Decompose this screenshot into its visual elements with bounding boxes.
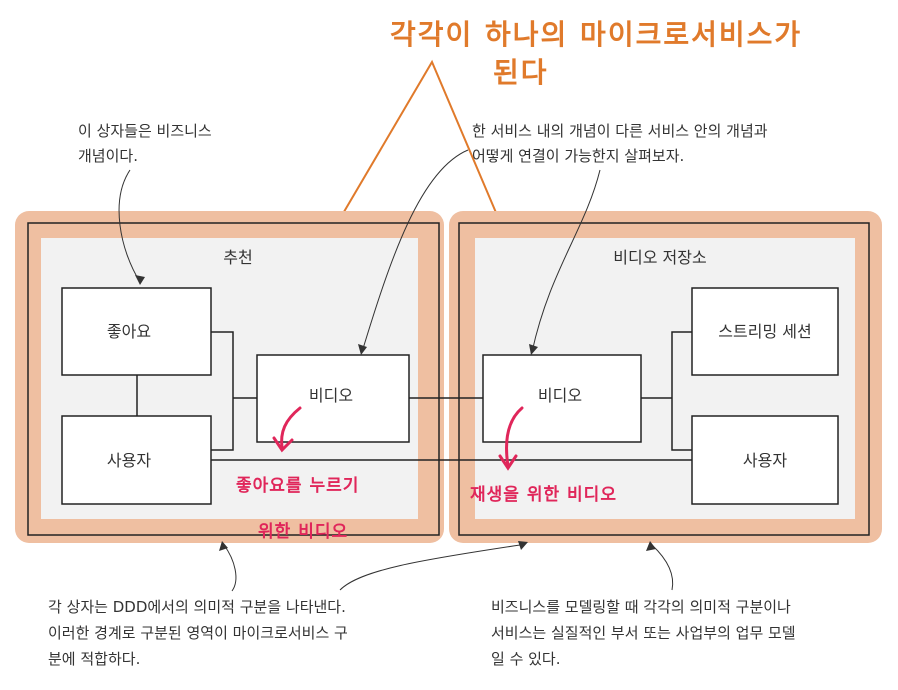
header-pointer-lines	[337, 59, 501, 223]
note-top-left-line2: 개념이다.	[78, 147, 138, 165]
entity-likes-label: 좋아요	[107, 322, 151, 341]
note-arrowheads	[135, 275, 656, 551]
entity-user-right-label: 사용자	[743, 451, 787, 470]
note-bottom-right-line2: 서비스는 실질적인 부서 또는 사업부의 업무 모델	[491, 624, 796, 642]
note-bottom-left-line1: 각 상자는 DDD에서의 의미적 구분을 나타낸다.	[48, 598, 346, 616]
note-top-left-line1: 이 상자들은 비즈니스	[78, 122, 212, 140]
entity-streaming-box	[691, 287, 839, 376]
context-video-storage-border	[458, 222, 870, 536]
entity-likes-box	[61, 287, 212, 376]
entity-video-left-box	[256, 354, 410, 443]
annotation-right: 재생을 위한 비디오	[470, 485, 617, 505]
connector-lines	[136, 331, 692, 461]
note-top-right-line1: 한 서비스 내의 개념이 다른 서비스 안의 개념과	[472, 122, 768, 140]
note-bottom-right-line3: 일 수 있다.	[491, 650, 561, 668]
note-top-right-line2: 어떻게 연결이 가능한지 살펴보자.	[472, 147, 684, 165]
context-recommendation-title: 추천	[223, 248, 252, 267]
header-line1: 각각이 하나의 마이크로서비스가	[390, 18, 802, 51]
entity-video-right-label: 비디오	[538, 386, 582, 405]
context-video-storage-title: 비디오 저장소	[613, 248, 706, 267]
note-arrows	[118, 149, 674, 592]
entity-user-left-label: 사용자	[107, 451, 151, 470]
entity-streaming-label: 스트리밍 세션	[718, 322, 811, 341]
note-bottom-left-line3: 분에 적합하다.	[48, 650, 140, 668]
annotation-left-line2: 위한 비디오	[258, 522, 348, 542]
annotation-left-line1: 좋아요를 누르기	[236, 476, 359, 496]
entity-video-left-label: 비디오	[309, 386, 353, 405]
note-bottom-left-line2: 이러한 경계로 구분된 영역이 마이크로서비스 구	[48, 624, 348, 642]
note-bottom-right-line1: 비즈니스를 모델링할 때 각각의 의미적 구분이나	[491, 598, 791, 616]
header-line2: 된다	[493, 56, 549, 89]
context-recommendation-border	[27, 222, 440, 536]
entity-user-left-box	[61, 415, 212, 505]
entity-user-right-box	[691, 415, 839, 505]
pink-arrows	[272, 406, 524, 471]
